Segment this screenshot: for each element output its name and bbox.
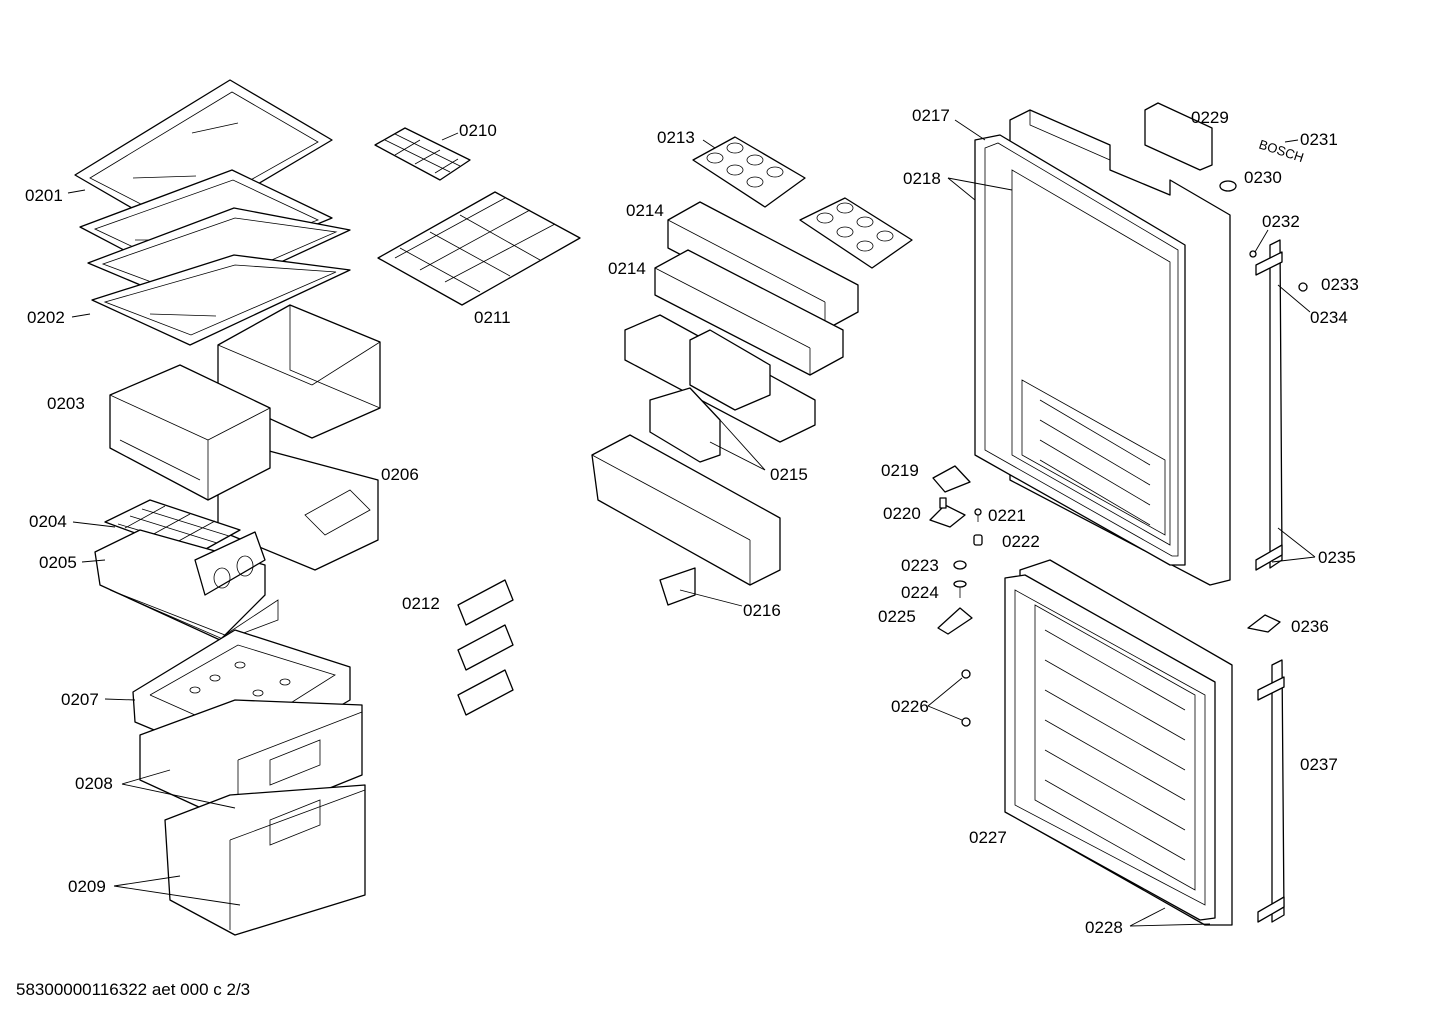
hinge-0225 xyxy=(937,607,973,635)
pin-0224 xyxy=(953,580,967,598)
egg-tray-0213 xyxy=(692,136,913,269)
ice-cube-tray-0210 xyxy=(374,127,471,181)
screw-0233 xyxy=(1298,282,1308,292)
label-0227: 0227 xyxy=(969,828,1007,847)
label-0216: 0216 xyxy=(743,601,781,620)
ice-rack-0211 xyxy=(377,191,581,306)
hinge-0219 xyxy=(932,465,971,493)
svg-text:BOSCH: BOSCH xyxy=(1257,137,1306,166)
washer-0223 xyxy=(953,560,967,570)
label-0225: 0225 xyxy=(878,607,916,626)
handle-cover-0229 xyxy=(1144,102,1213,171)
ice-tray-holder-0205 xyxy=(94,529,279,641)
hinge-pin-0220 xyxy=(929,497,966,528)
label-0231: 0231 xyxy=(1300,130,1338,149)
glass-shelf-0202 xyxy=(91,254,351,346)
screw-0221 xyxy=(974,508,982,522)
label-0229: 0229 xyxy=(1191,108,1229,127)
label-0237: 0237 xyxy=(1300,755,1338,774)
label-0207: 0207 xyxy=(61,690,99,709)
label-0212: 0212 xyxy=(402,594,440,613)
label-0219: 0219 xyxy=(881,461,919,480)
label-0230: 0230 xyxy=(1244,168,1282,187)
brand-badge-0231: BOSCH xyxy=(1257,137,1306,166)
label-0228: 0228 xyxy=(1085,918,1123,937)
label-0233: 0233 xyxy=(1321,275,1359,294)
label-0204: 0204 xyxy=(29,512,67,531)
label-0209: 0209 xyxy=(68,877,106,896)
label-0214a: 0214 xyxy=(626,201,664,220)
label-0222: 0222 xyxy=(1002,532,1040,551)
callout-labels: 0201 0202 0203 0204 0205 0206 0207 0208 … xyxy=(25,106,1359,937)
label-0211: 0211 xyxy=(474,308,511,327)
label-0224: 0224 xyxy=(901,583,939,602)
door-strip-0212 xyxy=(457,579,514,716)
door-seal-0218 xyxy=(974,134,1186,566)
label-0214b: 0214 xyxy=(608,259,646,278)
door-shelf-0214 xyxy=(654,201,859,376)
label-0202: 0202 xyxy=(27,308,65,327)
label-0220: 0220 xyxy=(883,504,921,523)
door-shelf-0215 xyxy=(624,314,816,463)
cap-0230 xyxy=(1219,180,1237,192)
clip-0236 xyxy=(1247,614,1281,633)
freezer-drawer-0209 xyxy=(164,784,366,936)
label-0235: 0235 xyxy=(1318,548,1356,567)
label-0210: 0210 xyxy=(459,121,497,140)
bush-0222 xyxy=(973,534,983,546)
door-handle-0235 xyxy=(1255,239,1283,571)
label-0201: 0201 xyxy=(25,186,63,205)
label-0208: 0208 xyxy=(75,774,113,793)
label-0223: 0223 xyxy=(901,556,939,575)
screws-0226 xyxy=(961,669,971,727)
label-0213: 0213 xyxy=(657,128,695,147)
drawing-reference-footer: 58300000116322 aet 000 c 2/3 xyxy=(16,980,251,999)
label-0218: 0218 xyxy=(903,169,941,188)
label-0203: 0203 xyxy=(47,394,85,413)
label-0221: 0221 xyxy=(988,506,1026,525)
crisper-drawer-0203 xyxy=(109,364,271,501)
label-0206: 0206 xyxy=(381,465,419,484)
door-handle-0237 xyxy=(1257,659,1285,923)
label-0232: 0232 xyxy=(1262,212,1300,231)
label-0205: 0205 xyxy=(39,553,77,572)
label-0234: 0234 xyxy=(1310,308,1348,327)
label-0217: 0217 xyxy=(912,106,950,125)
label-0236: 0236 xyxy=(1291,617,1329,636)
screw-0232 xyxy=(1249,250,1257,258)
label-0215: 0215 xyxy=(770,465,808,484)
bottle-shelf-0216 xyxy=(591,434,781,606)
door-seal-0228 xyxy=(1004,574,1216,921)
leader-lines xyxy=(67,119,1316,927)
label-0226: 0226 xyxy=(891,697,929,716)
